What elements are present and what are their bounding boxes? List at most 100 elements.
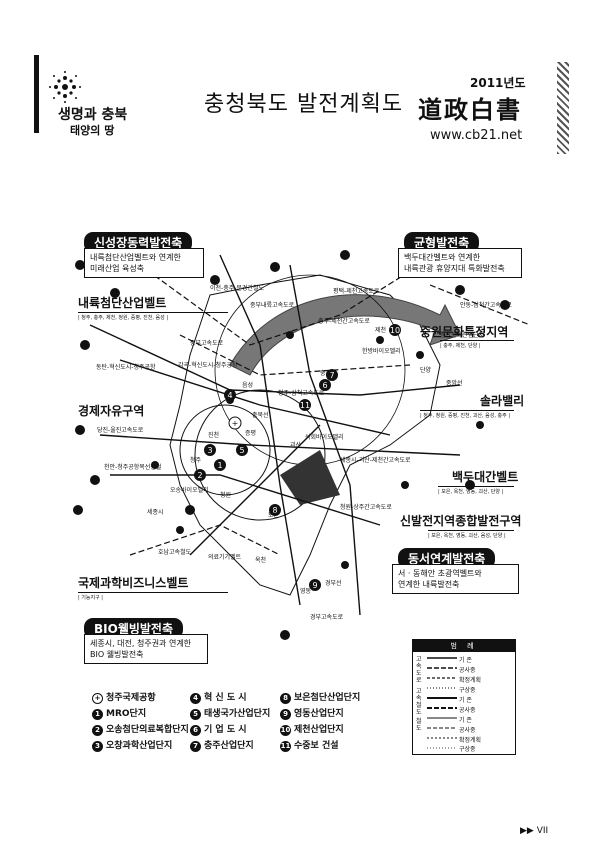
- map-label: 첨단문화산업단지: [440, 332, 485, 339]
- logo-subtext: 태양의 땅: [70, 124, 115, 137]
- planned-road: [139, 264, 421, 346]
- svg-text:4: 4: [227, 391, 232, 400]
- legend-item: +청주국제공항: [92, 690, 156, 704]
- map-label: 중앙선: [446, 380, 463, 387]
- map-label: 의료기기벨트: [208, 554, 242, 561]
- zone-title: 신발전지역종합발전구역: [400, 514, 522, 528]
- road: [189, 424, 321, 556]
- map-label: 경부고속도로: [310, 614, 344, 621]
- road: [219, 254, 301, 606]
- logo-text: 생명과 충북: [58, 107, 128, 123]
- year-label: 2011년도: [470, 76, 526, 90]
- map-label: 청원-상주간고속도로: [340, 504, 392, 511]
- legend-row: 확정계획: [459, 737, 482, 744]
- svg-text:10: 10: [390, 326, 400, 335]
- banner-balanced-desc: 백두대간벨트와 연계한 내륙관광 휴양지대 특화발전축: [398, 248, 522, 278]
- zone-subtitle: | 기능지구 |: [78, 592, 228, 601]
- airport-icon: +: [92, 693, 103, 704]
- logo-icon: [49, 71, 81, 103]
- place-label: 청원: [220, 492, 232, 499]
- map-label: 청주-삼척고속도로: [278, 390, 325, 397]
- banner-bio-desc: 세종시, 대전, 청주권과 연계한 BIO 웰빙발전축: [84, 634, 208, 664]
- map-label: 충북선: [252, 412, 269, 419]
- svg-text:+: +: [232, 419, 239, 428]
- map-label: 동탄-혁신도시-청주공항: [96, 364, 156, 371]
- legend-row: 구상중: [459, 687, 476, 694]
- page-number: ▶▶ VII: [520, 826, 549, 836]
- development-map: 1 2 3 4 5 6 7 8 9 10 11 +: [73, 250, 530, 640]
- map-label: 이천-충주-문경간철도: [210, 285, 265, 292]
- legend-row: 공사중: [459, 707, 476, 714]
- place-label: 음성: [242, 382, 254, 389]
- zone-subtitle: | 청주, 청원, 증평, 진천, 괴산, 음성, 충주 |: [420, 410, 514, 419]
- svg-text:1: 1: [217, 461, 222, 470]
- map-label: 한방바이오벨리: [362, 348, 401, 355]
- place-label: 단양: [420, 367, 432, 374]
- header-bar: [34, 55, 39, 133]
- zone-title: 백두대간벨트: [452, 470, 519, 484]
- map-label: 석회바이오밸리: [305, 434, 344, 441]
- map-label: 평택-제천고속도로: [333, 288, 380, 295]
- map-label: 감곡-혁신도시-청주공항: [178, 362, 238, 369]
- line-legend: 범 례 고속도로 고속철도 철 도 기 존 공사중 확정계획 구상중 기 존 공…: [412, 639, 516, 755]
- zone-title: 내륙첨단산업벨트: [78, 296, 167, 310]
- zone-title: 솔라밸리: [480, 394, 525, 408]
- planned-road: [179, 334, 411, 376]
- map-label: 천안-청주공항복선전철: [104, 464, 162, 471]
- edge-hatch: [557, 62, 569, 154]
- map-label: 중부고속도로: [190, 340, 224, 347]
- map-label: 경부선: [325, 580, 342, 587]
- road: [289, 264, 361, 616]
- road: [119, 359, 391, 436]
- svg-text:6: 6: [322, 381, 327, 390]
- banner-balanced: 균형발전축: [404, 232, 480, 253]
- map-label: 중부내륙고속도로: [250, 302, 295, 309]
- site-url[interactable]: www.cb21.net: [430, 128, 523, 143]
- banner-east-west: 동서연계발전축: [398, 548, 496, 569]
- legend-category: 고속철도: [416, 688, 422, 716]
- svg-text:7: 7: [329, 371, 334, 380]
- svg-text:2: 2: [197, 471, 202, 480]
- place-label: 영동: [300, 588, 312, 595]
- map-label: 세종시-괴산-제천간고속도로: [340, 457, 411, 464]
- legend-row: 공사중: [459, 667, 476, 674]
- zone-title: 경제자유구역: [78, 404, 145, 418]
- whitepaper-title: 道政白書: [418, 95, 522, 124]
- place-label: 괴산: [290, 442, 302, 449]
- legend-category: 철 도: [416, 718, 422, 732]
- place-label: 제천: [375, 327, 387, 334]
- place-label: 옥천: [255, 557, 267, 564]
- page-title: 충청북도 발전계획도: [204, 92, 404, 117]
- banner-bio: BIO웰빙발전축: [84, 618, 184, 639]
- legend-line-samples: [427, 657, 457, 749]
- zone-title: 국제과학비즈니스벨트: [78, 576, 189, 590]
- svg-text:3: 3: [207, 446, 212, 455]
- banner-new-growth: 신성장동력발전축: [84, 232, 193, 253]
- banner-new-growth-desc: 내륙첨단산업벨트와 연계한 미래산업 육성축: [84, 248, 204, 278]
- legend-row: 기 존: [459, 697, 472, 704]
- place-label: 충주: [320, 370, 332, 377]
- zone-title: 중원문화특정지역: [420, 325, 509, 339]
- zone-circle: [179, 404, 271, 496]
- map-label: 세종시: [147, 509, 164, 516]
- legend-category: 고속도로: [416, 656, 422, 684]
- map-label: 오송바이오밸리: [170, 487, 209, 494]
- svg-text:8: 8: [272, 506, 277, 515]
- map-label: 안동-삼척간고속도로: [460, 302, 512, 309]
- map-label: 당진-울진고속도로: [97, 427, 144, 434]
- legend-row: 기 존: [459, 657, 472, 664]
- legend-row: 기 존: [459, 717, 472, 724]
- solar-region: [280, 450, 340, 505]
- map-label: 충주-제천간고속도로: [318, 318, 370, 325]
- road: [89, 324, 461, 396]
